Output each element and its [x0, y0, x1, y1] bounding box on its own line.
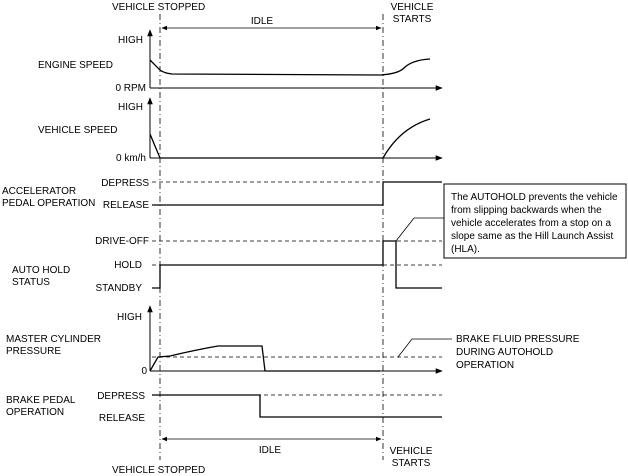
accelerator-signal [152, 181, 442, 206]
note-box [443, 183, 627, 259]
note-line-2: from slipping backwards when the [451, 205, 602, 216]
brake-pedal-panel: BRAKE PEDAL OPERATION DEPRESS RELEASE [6, 391, 442, 424]
auto-hold-panel: AUTO HOLD STATUS DRIVE-OFF HOLD STANDBY [12, 236, 442, 294]
auto-hold-standby: STANDBY [96, 283, 143, 294]
accelerator-panel: ACCELERATOR PEDAL OPERATION DEPRESS RELE… [2, 178, 442, 211]
vehicle-speed-panel: VEHICLE SPEED HIGH 0 km/h [38, 97, 443, 164]
engine-speed-high: HIGH [118, 35, 143, 46]
master-cylinder-zero: 0 [141, 366, 147, 377]
brake-fluid-line-2: DURING AUTOHOLD [456, 347, 553, 358]
brake-pedal-release: RELEASE [99, 413, 145, 424]
master-cylinder-high: HIGH [117, 312, 142, 323]
footer-vehicle-stopped: VEHICLE STOPPED [112, 465, 205, 476]
header-vehicle-starts-2: STARTS [393, 14, 432, 25]
vehicle-speed-curve [149, 118, 431, 159]
auto-hold-label-1: AUTO HOLD [12, 265, 70, 276]
header-vehicle-stopped: VEHICLE STOPPED [112, 2, 205, 13]
note-leader [395, 217, 415, 242]
engine-speed-panel: ENGINE SPEED HIGH 0 RPM [38, 29, 443, 94]
footer-vehicle-starts-1: VEHICLE [390, 446, 433, 457]
master-cylinder-signal [149, 345, 380, 372]
accelerator-label-1: ACCELERATOR [2, 186, 76, 197]
header-idle-label: IDLE [251, 16, 274, 27]
master-cylinder-label-1: MASTER CYLINDER [6, 334, 101, 345]
brake-pedal-depress: DEPRESS [97, 391, 145, 402]
footer-vehicle-starts-2: STARTS [392, 458, 431, 469]
footer-idle-label: IDLE [259, 445, 282, 456]
master-cylinder-label-2: PRESSURE [6, 346, 61, 357]
vehicle-speed-zero: 0 km/h [116, 153, 146, 164]
brake-pedal-label-2: OPERATION [6, 407, 64, 418]
engine-speed-zero: 0 RPM [115, 83, 146, 94]
note-line-1: The AUTOHOLD prevents the vehicle [451, 192, 618, 203]
vehicle-speed-label: VEHICLE SPEED [38, 125, 117, 136]
note-line-3: vehicle accelerates from a stop on a [451, 218, 612, 229]
note-line-5: (HLA). [451, 244, 480, 255]
auto-hold-hold: HOLD [114, 260, 142, 271]
accelerator-depress: DEPRESS [101, 178, 149, 189]
brake-pedal-label-1: BRAKE PEDAL [6, 395, 76, 406]
auto-hold-drive-off: DRIVE-OFF [95, 236, 149, 247]
accelerator-release: RELEASE [103, 200, 149, 211]
brake-pedal-signal [152, 394, 442, 418]
auto-hold-signal [152, 240, 442, 289]
engine-speed-curve [149, 58, 431, 76]
auto-hold-label-2: STATUS [12, 277, 50, 288]
master-cylinder-panel: MASTER CYLINDER PRESSURE HIGH 0 [6, 305, 443, 377]
accelerator-label-2: PEDAL OPERATION [2, 198, 95, 209]
note-line-4: slope same as the Hill Launch Assist [451, 231, 614, 242]
vehicle-speed-high: HIGH [118, 102, 143, 113]
brake-fluid-line-1: BRAKE FLUID PRESSURE [456, 334, 580, 345]
brake-fluid-leader [397, 338, 413, 358]
engine-speed-label: ENGINE SPEED [38, 60, 113, 71]
brake-fluid-line-3: OPERATION [456, 360, 514, 371]
header-vehicle-starts-1: VEHICLE [391, 2, 434, 13]
